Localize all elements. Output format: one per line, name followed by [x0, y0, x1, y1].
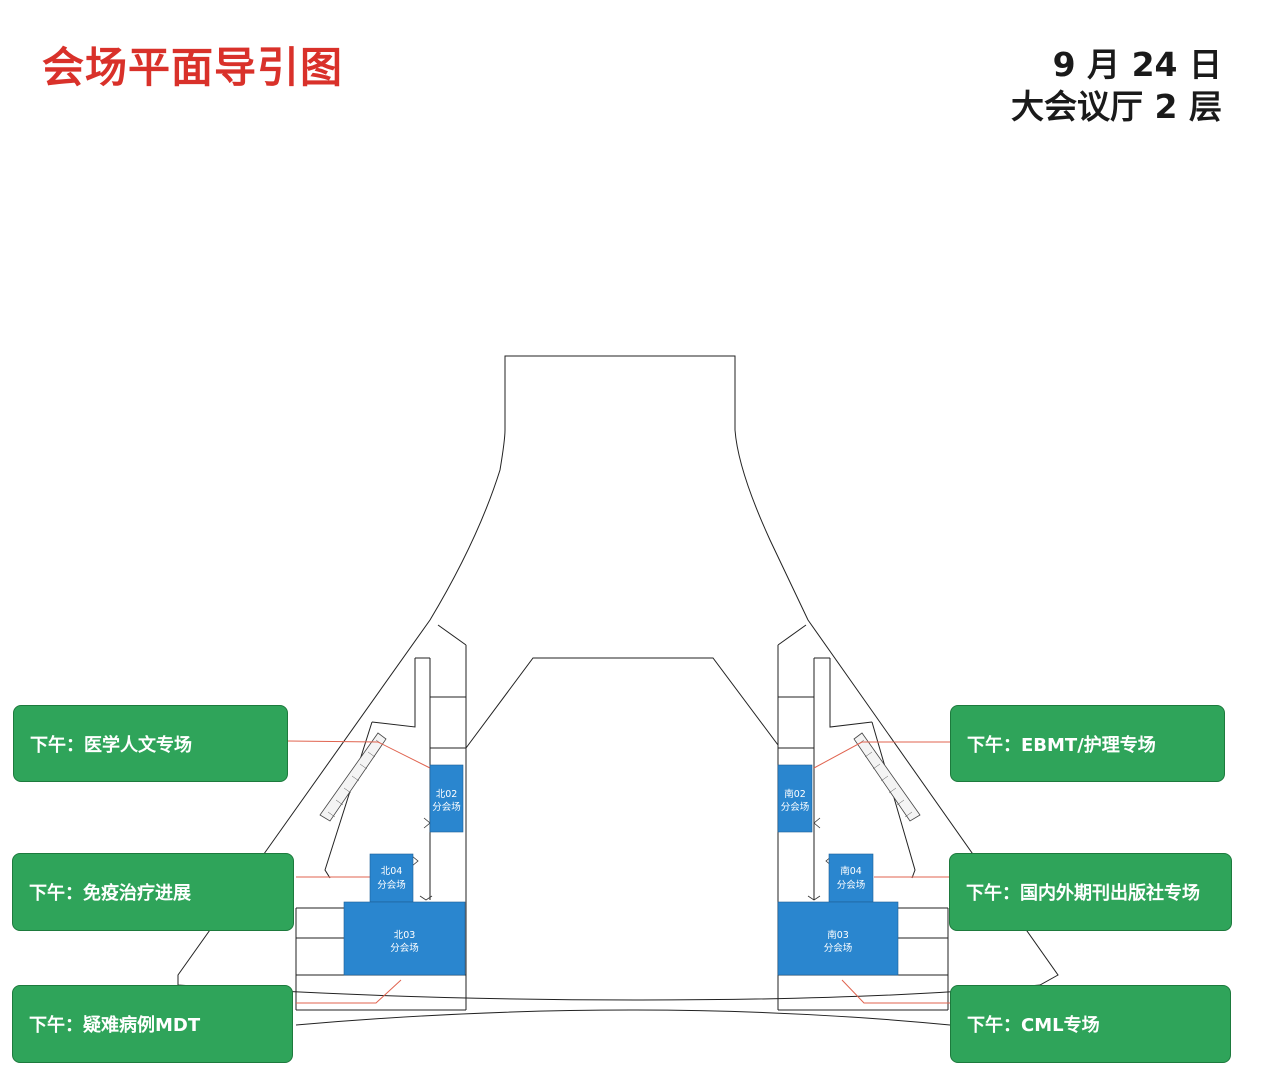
room-code: 南03 — [827, 929, 849, 941]
room-code: 北02 — [436, 789, 458, 800]
room-name: 分会场 — [390, 942, 419, 954]
leader-lines — [287, 740, 950, 1004]
room-north04[interactable]: 北04 分会场 — [369, 853, 414, 903]
room-code: 北03 — [394, 930, 416, 941]
room-name: 分会场 — [432, 801, 461, 813]
room-code: 北04 — [381, 866, 403, 877]
room-name: 分会场 — [781, 801, 810, 813]
door-markers — [411, 817, 833, 901]
room-south03[interactable]: 南03 分会场 — [777, 901, 899, 976]
session-box-left-bottom[interactable]: 下午：疑难病例MDT — [12, 985, 293, 1063]
page-title: 会场平面导引图 — [42, 43, 344, 92]
room-south02[interactable]: 南02 分会场 — [777, 764, 813, 833]
date-label: 9 月 24 日 — [1052, 45, 1222, 84]
left-escalator — [319, 732, 387, 822]
room-name: 分会场 — [377, 879, 406, 891]
room-north02[interactable]: 北02 分会场 — [429, 764, 464, 833]
right-escalator — [853, 732, 921, 822]
session-box-left-top[interactable]: 下午：医学人文专场 — [13, 705, 288, 782]
room-name: 分会场 — [837, 879, 866, 891]
session-box-left-mid[interactable]: 下午：免疫治疗进展 — [12, 853, 294, 931]
session-box-right-mid[interactable]: 下午：国内外期刊出版社专场 — [949, 853, 1232, 931]
floor-label: 大会议厅 2 层 — [1011, 87, 1222, 126]
room-north03[interactable]: 北03 分会场 — [343, 901, 466, 976]
session-box-right-top[interactable]: 下午：EBMT/护理专场 — [950, 705, 1225, 782]
room-code: 南04 — [840, 865, 862, 877]
room-code: 南02 — [784, 788, 806, 800]
session-box-right-bottom[interactable]: 下午：CML专场 — [950, 985, 1231, 1063]
building-outline — [177, 355, 1059, 1026]
room-name: 分会场 — [824, 942, 853, 954]
room-south04[interactable]: 南04 分会场 — [828, 853, 874, 903]
